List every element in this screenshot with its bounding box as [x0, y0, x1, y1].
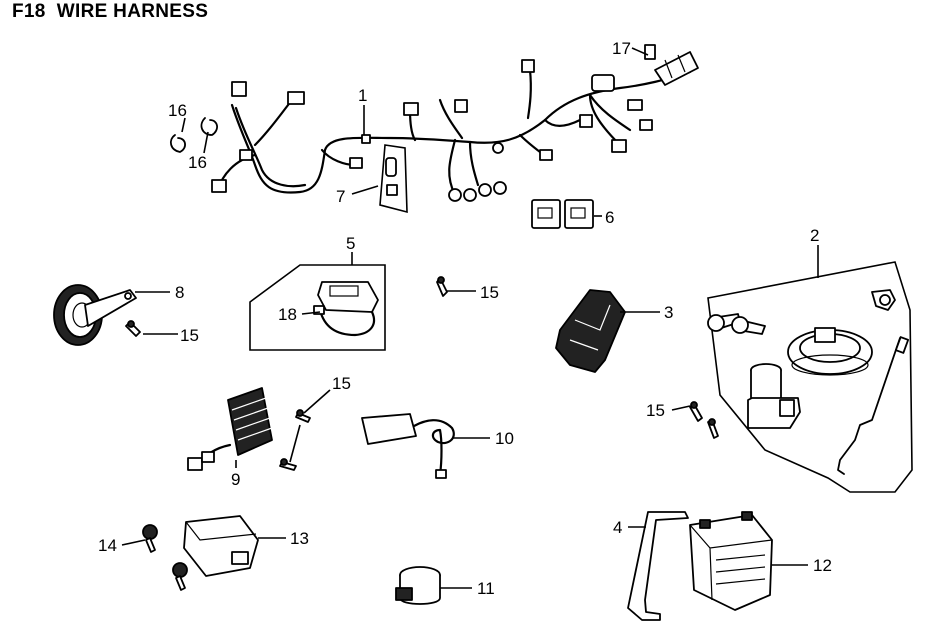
label-part-11: 11 [477, 579, 495, 598]
label-part-2: 2 [810, 226, 819, 245]
label-part-8: 8 [175, 283, 184, 302]
part-8-horn [53, 284, 137, 346]
label-part-9: 9 [231, 470, 240, 489]
part-13-module [183, 515, 259, 577]
part-5-ignition-coil [249, 264, 386, 351]
part-1-main-harness [211, 59, 692, 202]
label-part-1: 1 [358, 86, 367, 105]
label-part-16-b: 16 [188, 153, 207, 172]
label-part-17: 17 [612, 39, 631, 58]
label-part-5: 5 [346, 234, 355, 253]
part-2-lock-set [707, 261, 913, 493]
label-part-16-a: 16 [168, 101, 187, 120]
leader-lines [121, 47, 819, 589]
label-part-15-b: 15 [480, 283, 499, 302]
part-16-clips [169, 117, 218, 153]
label-part-12: 12 [813, 556, 832, 575]
callout-labels: 1 2 3 4 5 6 7 8 9 10 11 12 13 14 15 15 1… [98, 39, 832, 598]
label-part-15-c: 15 [332, 374, 351, 393]
part-10-flasher [361, 413, 455, 479]
label-part-7: 7 [336, 187, 345, 206]
label-part-3: 3 [664, 303, 673, 322]
part-9-regulator [187, 387, 273, 471]
label-part-14: 14 [98, 536, 117, 555]
part-14-screws [142, 524, 188, 591]
label-part-10: 10 [495, 429, 514, 448]
part-12-battery [689, 511, 773, 611]
label-part-13: 13 [290, 529, 309, 548]
part-15-screws [125, 276, 719, 471]
part-6-relays [531, 199, 594, 229]
label-part-4: 4 [613, 518, 622, 537]
part-7-fuse [379, 144, 408, 214]
part-11-relay [395, 566, 441, 605]
diagram-title: F18 WIRE HARNESS [12, 1, 209, 22]
part-3-unit [555, 289, 626, 373]
label-part-18: 18 [278, 305, 297, 324]
label-part-15-d: 15 [646, 401, 665, 420]
part-4-strap [627, 511, 689, 621]
part-17-connector [644, 44, 699, 86]
label-part-6: 6 [605, 208, 614, 227]
label-part-15-a: 15 [180, 326, 199, 345]
